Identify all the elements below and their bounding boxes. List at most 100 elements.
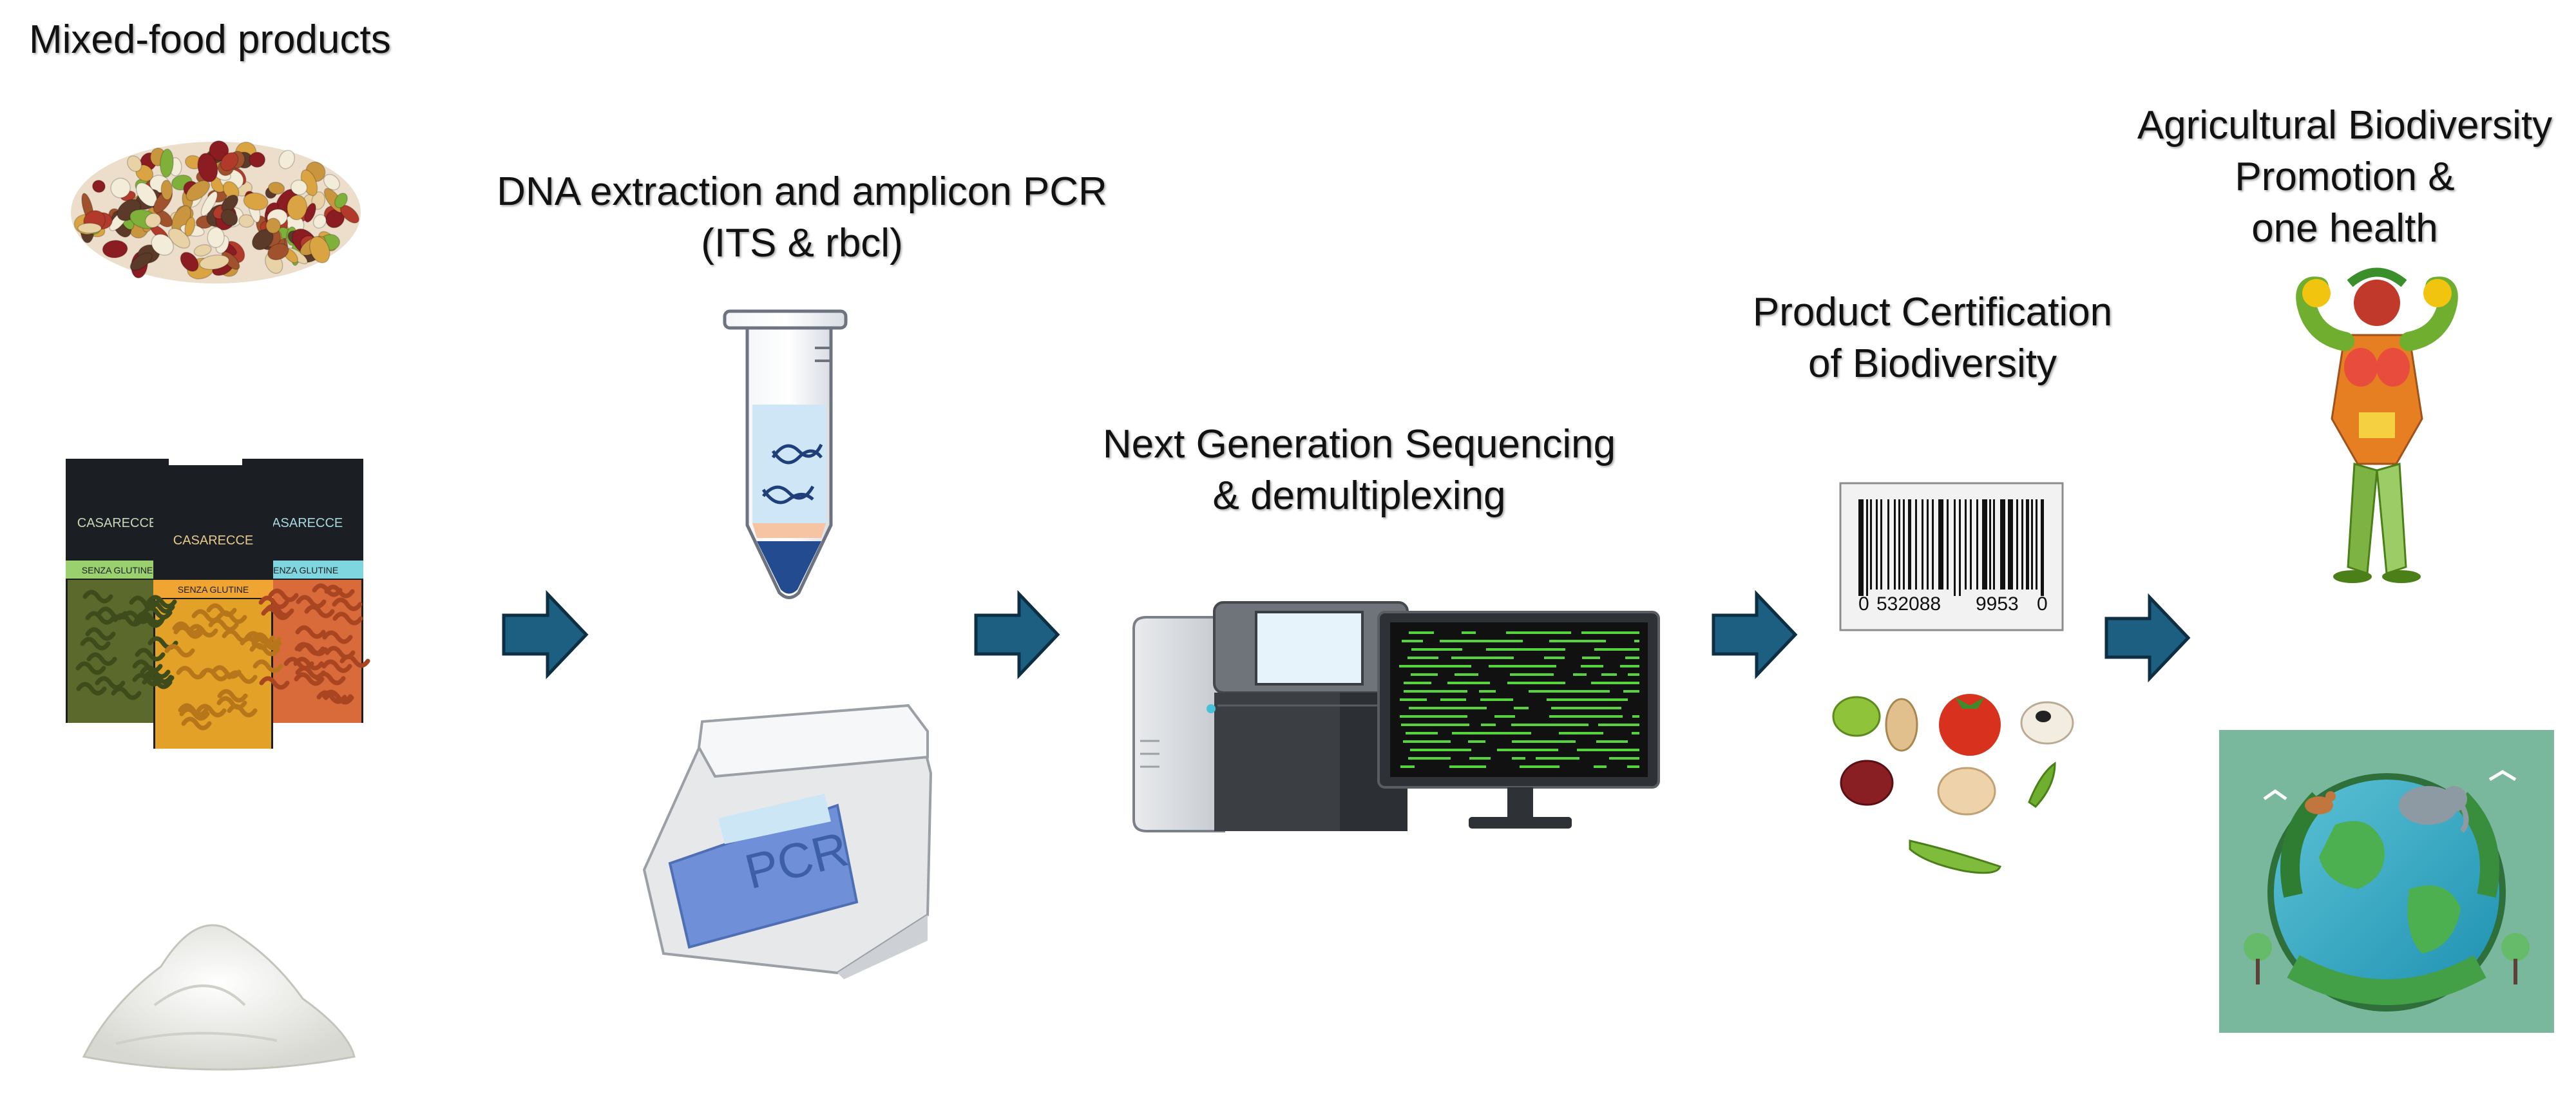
pasta-piece [321, 659, 352, 673]
pasta-piece [129, 595, 160, 609]
pasta-piece [253, 659, 283, 673]
pasta-piece [322, 689, 353, 704]
barcode-bar [2008, 499, 2013, 590]
ngs-title: Next Generation Sequencing & demultiplex… [1082, 419, 1636, 522]
pasta-piece [263, 604, 294, 618]
dna-extraction-title: DNA extraction and amplicon PCR (ITS & r… [477, 166, 1127, 269]
pasta-label-3: CASARECCE [263, 516, 343, 530]
pasta-tag-1: SENZA GLUTINE [82, 565, 153, 575]
barcode-bar [1887, 499, 1889, 590]
process-arrow-2 [974, 590, 1060, 680]
pasta-piece [133, 614, 164, 628]
pasta-piece [258, 595, 289, 609]
barcode-bar [1908, 499, 1911, 590]
legume-bean [200, 191, 218, 216]
promo-title-line3: one health [2251, 206, 2438, 251]
pasta-piece [179, 707, 210, 721]
pasta-piece [86, 652, 117, 666]
barcode-bar [1858, 499, 1864, 596]
pasta-piece [251, 637, 282, 651]
barcode-digit-1: 0 [1858, 593, 1869, 615]
legume-bean [159, 148, 174, 178]
barcode-bar [2016, 499, 2018, 590]
barcode-digit-4: 0 [2037, 593, 2048, 615]
barcode-bar [1989, 499, 1991, 590]
legume-bean [243, 192, 269, 211]
chickpea-icon [1937, 767, 1996, 816]
barcode-digit-3: 9953 [1976, 593, 2019, 615]
tree-icon [2244, 933, 2530, 984]
pasta-piece [176, 666, 207, 680]
pasta-tag-3: SENZA GLUTINE [267, 565, 338, 575]
legume-bean [207, 227, 225, 249]
pasta-piece [82, 590, 113, 604]
certification-title: Product Certification of Biodiversity [1726, 287, 2139, 390]
legume-bean [184, 216, 196, 237]
biodiversity-foods-image [1832, 694, 2074, 874]
process-arrow-4 [2104, 593, 2191, 683]
dna-title-line2: (ITS & rbcl) [701, 221, 903, 265]
mixed-legumes-image [71, 140, 361, 283]
pasta-piece [85, 627, 116, 641]
pasta-piece [135, 648, 166, 662]
legume-bean [199, 254, 230, 271]
pasta-piece [173, 625, 204, 639]
pasta-piece [113, 613, 144, 627]
legume-bean [110, 177, 131, 198]
cert-title-line1: Product Certification [1752, 290, 2113, 334]
legume-bean [126, 155, 142, 172]
barcode-bar [2041, 499, 2044, 596]
green-bean-icon [2028, 762, 2056, 808]
pcr-thermocycler-icon: PCR [642, 704, 933, 979]
legume-bean [312, 214, 327, 229]
barcode-bar [1894, 499, 1896, 590]
pasta-piece [296, 595, 327, 609]
barcode-bar [1993, 499, 1995, 590]
legume-bean [220, 209, 238, 227]
pasta-piece [332, 611, 363, 626]
cert-title-line2: of Biodiversity [1808, 341, 2057, 386]
barcode-bar [2031, 499, 2033, 590]
legume-bean [278, 149, 295, 169]
pasta-packages-image: CASARECCE SENZA GLUTINE CASARECCE SENZA … [66, 459, 370, 749]
pasta-piece [144, 671, 175, 685]
pasta-piece [295, 625, 326, 639]
barcode-bar [1976, 499, 1978, 590]
barcode-bar [1866, 499, 1868, 596]
barcode-bar [2026, 499, 2029, 590]
pasta-piece [191, 609, 222, 623]
legume-bean [249, 151, 266, 168]
ngs-title-line1: Next Generation Sequencing [1102, 422, 1616, 466]
legume-bean [267, 182, 285, 195]
mixed-food-title: Mixed-food products [29, 17, 391, 62]
pasta-piece [325, 646, 356, 660]
promo-title-line2: Promotion & [2235, 155, 2455, 199]
legume-bean [180, 251, 199, 272]
pasta-piece [80, 637, 111, 651]
pasta-piece [249, 642, 280, 657]
process-arrow-3 [1712, 590, 1798, 680]
pasta-piece [332, 597, 363, 611]
legume-bean [193, 244, 212, 257]
pasta-piece [216, 610, 247, 624]
peanut-icon [1885, 698, 1918, 752]
legume-bean [220, 152, 239, 171]
barcode-bar [1982, 499, 1987, 590]
pasta-piece [304, 604, 335, 619]
barcode-bar [1927, 499, 1929, 590]
pasta-piece [268, 588, 299, 602]
pasta-piece [324, 584, 355, 599]
barcode-bar [1898, 499, 1900, 590]
barcode-bar [2000, 499, 2005, 590]
legume-bean [151, 233, 174, 256]
barcode-bar [1876, 499, 1878, 590]
pasta-piece [227, 704, 258, 718]
pasta-piece [211, 665, 242, 679]
barcode-bar [2021, 499, 2023, 590]
pasta-piece [297, 642, 328, 657]
legume-bean [290, 179, 308, 195]
barcode-bar [1932, 499, 1934, 590]
barcode-bar [1903, 499, 1905, 590]
legume-bean [197, 153, 218, 182]
